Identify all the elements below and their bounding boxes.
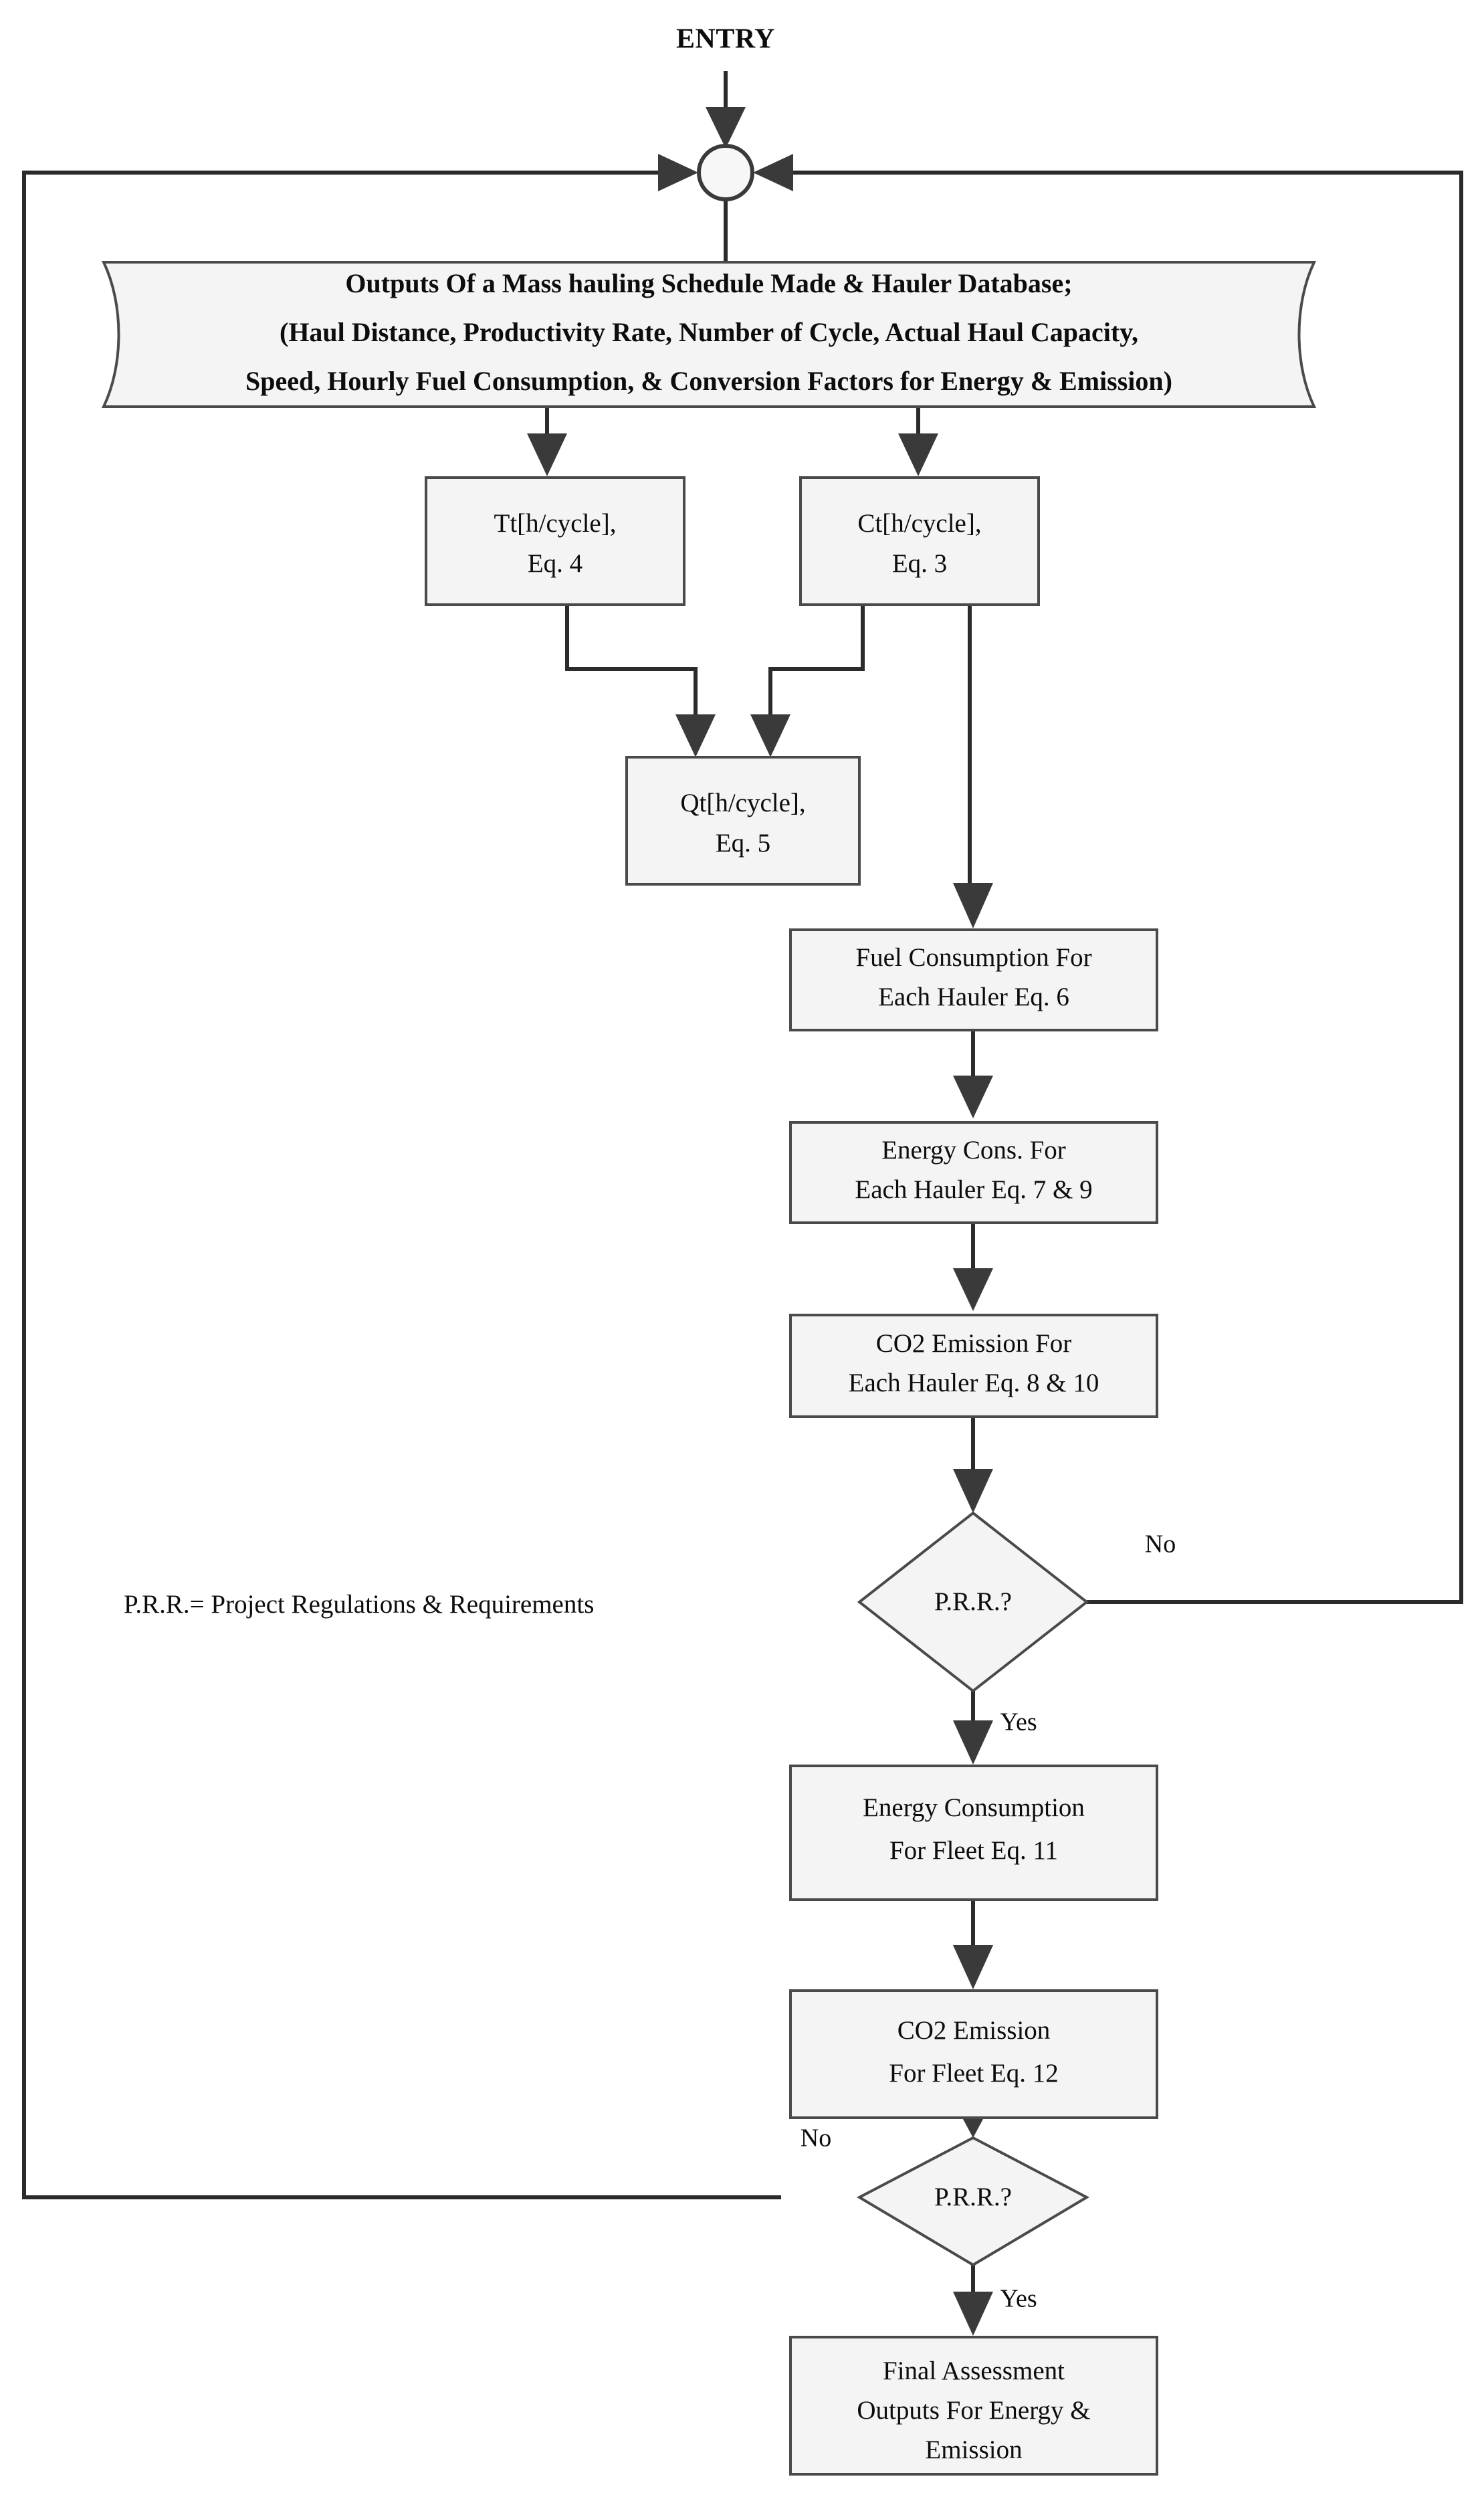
arrow-decision2-yes — [953, 2292, 993, 2336]
qt-box-line2: Eq. 5 — [716, 829, 770, 858]
arrow-to-fuel — [953, 883, 993, 928]
tt-process-node[interactable]: Tt[h/cycle], Eq. 4 — [425, 476, 685, 606]
arrow-to-tt — [527, 433, 567, 476]
arrow-to-decision1 — [953, 1469, 993, 1513]
arrow-into-junction-right — [753, 154, 793, 191]
loop-left-rail — [22, 154, 781, 2199]
fuel-box-line1: Fuel Consumption For — [855, 943, 1091, 972]
co2-fleet-line1: CO2 Emission — [897, 2016, 1051, 2045]
arrow-to-co2-hauler — [953, 1268, 993, 1311]
arrow-entry-down — [706, 107, 746, 148]
edge-decision2-yes — [953, 2265, 993, 2336]
final-box-line1: Final Assessment — [883, 2357, 1065, 2385]
co2-hauler-node[interactable]: CO2 Emission For Each Hauler Eq. 8 & 10 — [789, 1314, 1158, 1418]
arrow-to-co2-fleet — [953, 1945, 993, 1989]
arrow-to-energy-hauler — [953, 1076, 993, 1118]
edge-co2-hauler-to-decision1 — [953, 1417, 993, 1513]
tt-box-line2: Eq. 4 — [528, 549, 582, 578]
fuel-consumption-node[interactable]: Fuel Consumption For Each Hauler Eq. 6 — [789, 928, 1158, 1031]
decision-prr-2-node[interactable]: P.R.R.? — [856, 2136, 1090, 2267]
data-input-line1: Outputs Of a Mass hauling Schedule Made … — [345, 268, 1072, 298]
legend-text: P.R.R.= Project Regulations & Requiremen… — [124, 1590, 594, 1619]
ct-box-line2: Eq. 3 — [892, 549, 947, 578]
edge-label-decision2-no: No — [801, 2124, 831, 2153]
entry-label: ENTRY — [676, 24, 775, 55]
ct-process-node[interactable]: Ct[h/cycle], Eq. 3 — [799, 476, 1040, 606]
edge-tt-to-qt — [565, 603, 716, 757]
arrow-to-qt-right — [750, 714, 790, 757]
tt-box-line1: Tt[h/cycle], — [494, 509, 617, 538]
decision-prr-1-node[interactable]: P.R.R.? — [857, 1511, 1089, 1693]
energy-hauler-line1: Energy Cons. For — [881, 1136, 1066, 1165]
final-box-line2: Outputs For Energy & — [857, 2396, 1090, 2425]
edge-label-decision1-yes: Yes — [1000, 1708, 1037, 1736]
edge-data-to-tt — [527, 407, 567, 476]
data-input-line2: (Haul Distance, Productivity Rate, Numbe… — [280, 317, 1138, 347]
edge-ct-to-fuel — [953, 603, 993, 928]
fuel-box-line2: Each Hauler Eq. 6 — [878, 983, 1069, 1011]
arrow-decision1-yes — [953, 1720, 993, 1765]
arrow-into-junction-left — [658, 154, 698, 191]
merge-junction-node[interactable] — [697, 144, 754, 201]
ct-box-line1: Ct[h/cycle], — [857, 509, 981, 538]
edge-entry-to-junction — [706, 71, 746, 148]
final-assessment-node[interactable]: Final Assessment Outputs For Energy & Em… — [789, 2336, 1158, 2476]
edge-ct-to-qt — [750, 603, 865, 757]
energy-fleet-node[interactable]: Energy Consumption For Fleet Eq. 11 — [789, 1765, 1158, 1901]
co2-hauler-line2: Each Hauler Eq. 8 & 10 — [849, 1369, 1099, 1397]
edge-fuel-to-energy-hauler — [953, 1030, 993, 1118]
data-input-line3: Speed, Hourly Fuel Consumption, & Conver… — [245, 366, 1172, 396]
qt-box-line1: Qt[h/cycle], — [680, 789, 805, 817]
edge-energy-to-co2-hauler — [953, 1223, 993, 1311]
co2-hauler-line1: CO2 Emission For — [876, 1329, 1072, 1358]
edge-label-decision2-yes: Yes — [1000, 2285, 1037, 2313]
data-input-node[interactable]: Outputs Of a Mass hauling Schedule Made … — [101, 261, 1317, 408]
edge-data-to-ct — [898, 407, 938, 476]
loop-right-rail — [753, 154, 1463, 1604]
edge-energy-fleet-to-co2-fleet — [953, 1900, 993, 1989]
co2-fleet-node[interactable]: CO2 Emission For Fleet Eq. 12 — [789, 1989, 1158, 2119]
energy-fleet-line1: Energy Consumption — [863, 1793, 1085, 1822]
arrow-to-ct — [898, 433, 938, 476]
edge-label-decision1-no: No — [1145, 1530, 1176, 1559]
energy-hauler-line2: Each Hauler Eq. 7 & 9 — [855, 1175, 1092, 1204]
edge-decision1-yes — [953, 1691, 993, 1765]
decision-2-label: P.R.R.? — [934, 2183, 1012, 2211]
qt-process-node[interactable]: Qt[h/cycle], Eq. 5 — [625, 756, 861, 886]
energy-hauler-node[interactable]: Energy Cons. For Each Hauler Eq. 7 & 9 — [789, 1121, 1158, 1224]
co2-fleet-line2: For Fleet Eq. 12 — [889, 2059, 1058, 2088]
arrow-to-qt-left — [675, 714, 716, 757]
energy-fleet-line2: For Fleet Eq. 11 — [889, 1836, 1058, 1865]
final-box-line3: Emission — [925, 2435, 1022, 2464]
decision-1-label: P.R.R.? — [934, 1587, 1012, 1616]
